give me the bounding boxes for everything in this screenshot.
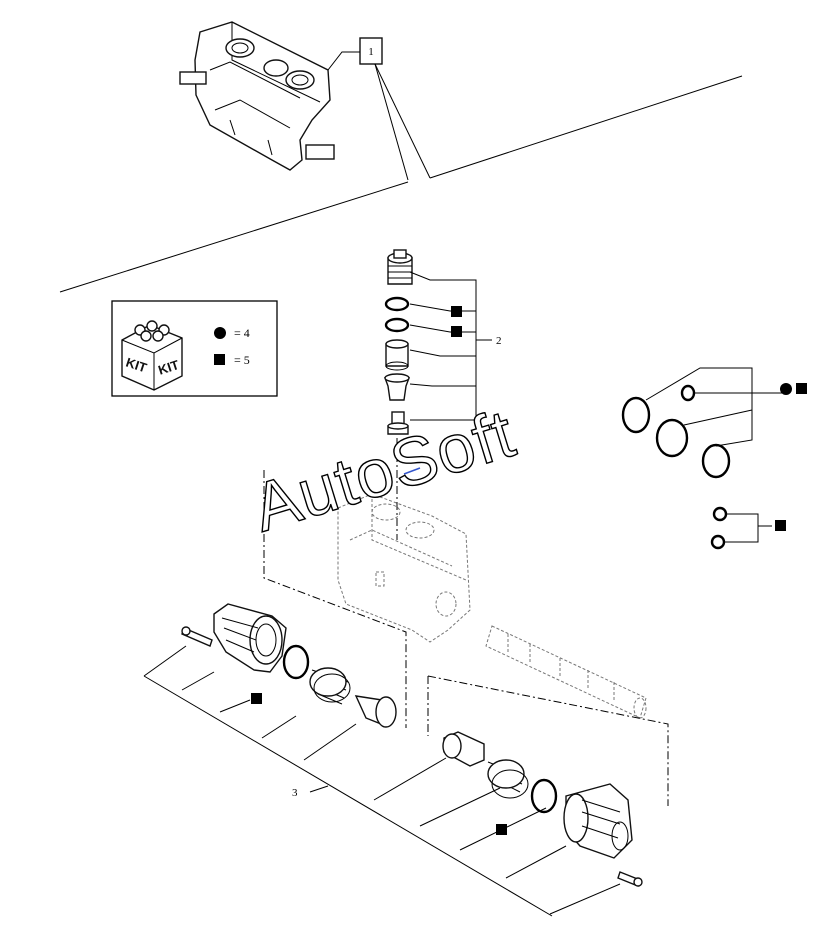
oring-group-lower [710, 506, 786, 550]
legend-circle-value: = 4 [234, 326, 250, 340]
relief-valve-parts-stack: 2 [383, 249, 502, 540]
legend-square-marker [214, 354, 225, 365]
watermark: AutoSoft [244, 395, 523, 546]
square-marker-small-orings [775, 520, 786, 531]
callout-item-2: 2 [496, 335, 502, 347]
assembly-axis-right [427, 675, 669, 806]
valve-assembly-thumbnail [179, 21, 335, 171]
legend-square-value: = 5 [234, 353, 250, 367]
square-marker-ring-2 [451, 326, 462, 337]
square-marker-ring-1 [451, 306, 462, 317]
legend-circle-marker [214, 327, 226, 339]
section-divider [59, 75, 743, 293]
end-cap-left [181, 603, 397, 728]
end-cap-right [442, 731, 643, 887]
assembly-axis-left [263, 470, 407, 728]
square-marker-left-cap [251, 693, 262, 704]
kit-legend: KIT KIT = 4 = 5 [111, 300, 278, 397]
kit-box-icon: KIT KIT [121, 320, 183, 391]
reference-box-label: 1 [368, 46, 374, 58]
direction-arrow [403, 467, 421, 475]
square-marker-orings [796, 383, 807, 394]
circle-marker-orings [780, 383, 792, 395]
item-3-leader-frame: 3 [143, 645, 621, 917]
callout-item-3: 3 [292, 787, 298, 799]
kit-label-left: KIT [124, 355, 149, 376]
oring-group-upper [621, 367, 807, 479]
reference-box: 1 [327, 37, 431, 181]
kit-label-right: KIT [156, 357, 181, 378]
valve-section-body-ghost [337, 493, 647, 719]
